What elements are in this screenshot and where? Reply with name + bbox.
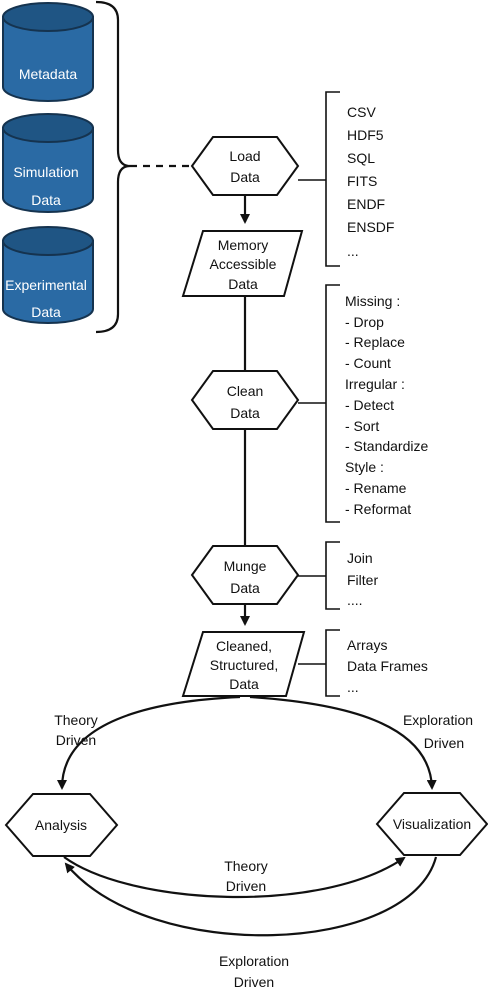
label-exploration-driven-bottom-line1: Exploration: [219, 953, 289, 969]
cleaning-annotation: Missing : - Drop - Replace - Count Irreg…: [298, 284, 428, 523]
structures-bracket: [298, 629, 340, 697]
node-memory-line3: Data: [228, 276, 258, 292]
edge-cleaned-to-analysis: [57, 695, 241, 790]
label-theory-driven-left-line2: Driven: [56, 732, 96, 748]
formats-item: ENSDF: [347, 219, 394, 235]
cleaning-item: - Replace: [345, 334, 405, 350]
cylinder-top: [2, 113, 94, 143]
cylinder-label: Metadata: [19, 66, 78, 82]
cylinder-body: [2, 16, 94, 102]
cylinder-label-line1: Simulation: [13, 164, 78, 180]
cleaning-item: - Detect: [345, 397, 394, 413]
cleaning-item: - Count: [345, 355, 391, 371]
node-munge-line1: Munge: [224, 558, 267, 574]
cylinder-metadata: Metadata: [2, 2, 94, 102]
cleaning-item: - Drop: [345, 314, 384, 330]
node-cleaned-line2: Structured,: [210, 657, 278, 673]
label-exploration-driven-bottom-line2: Driven: [234, 974, 274, 990]
cleaning-bracket: [298, 284, 340, 523]
cleaning-item: - Sort: [345, 418, 379, 434]
cleaning-item: Missing :: [345, 293, 400, 309]
cylinder-top: [2, 226, 94, 256]
formats-bracket: [298, 91, 340, 267]
munging-item: Filter: [347, 572, 378, 588]
node-memory-line1: Memory: [218, 237, 269, 253]
node-munge-data: [190, 545, 300, 605]
cylinder-body: [2, 240, 94, 324]
structures-item: Data Frames: [347, 658, 428, 674]
cylinder-label-line1: Experimental: [5, 277, 87, 293]
structures-item: Arrays: [347, 637, 387, 653]
sources-brace: [95, 0, 131, 334]
cylinder-label-line2: Data: [31, 192, 61, 208]
cleaning-item: - Rename: [345, 480, 407, 496]
formats-item: FITS: [347, 173, 377, 189]
munging-annotation: Join Filter ....: [298, 541, 378, 610]
node-cleaned-structured-data: [181, 631, 306, 697]
node-load-data-line2: Data: [230, 169, 260, 185]
formats-annotation: CSV HDF5 SQL FITS ENDF ENSDF ...: [298, 91, 394, 267]
node-analysis-label: Analysis: [35, 817, 87, 833]
node-clean-line1: Clean: [227, 383, 264, 399]
node-load-data-line1: Load: [229, 148, 260, 164]
structures-item: ...: [347, 679, 359, 695]
cleaning-item: Irregular :: [345, 376, 405, 392]
edge-visualization-to-analysis: [64, 856, 438, 937]
formats-item: ENDF: [347, 196, 385, 212]
node-load-data: [190, 136, 300, 196]
node-clean-line2: Data: [230, 405, 260, 421]
node-memory-line2: Accessible: [210, 256, 277, 272]
label-theory-driven-middle-line2: Driven: [226, 878, 266, 894]
label-theory-driven-left-line1: Theory: [54, 712, 98, 728]
node-cleaned-line1: Cleaned,: [216, 638, 272, 654]
munging-item: Join: [347, 550, 373, 566]
munging-bracket: [298, 541, 340, 610]
node-visualization-label: Visualization: [393, 816, 471, 832]
cylinder-label-line2: Data: [31, 304, 61, 320]
cylinder-top: [2, 2, 94, 32]
cleaning-item: Style :: [345, 459, 384, 475]
node-cleaned-line3: Data: [229, 676, 259, 692]
cylinder-simulation-data: Simulation Data: [2, 113, 94, 213]
formats-item: SQL: [347, 150, 375, 166]
label-exploration-driven-right-line2: Driven: [424, 735, 464, 751]
edge-cleaned-to-visualization: [249, 695, 437, 790]
node-analysis: [4, 793, 119, 857]
cleaning-item: - Reformat: [345, 501, 411, 517]
structures-annotation: Arrays Data Frames ...: [298, 629, 428, 697]
label-theory-driven-middle-line1: Theory: [224, 858, 268, 874]
node-clean-data: [190, 370, 300, 430]
formats-item: ...: [347, 243, 359, 259]
node-munge-line2: Data: [230, 580, 260, 596]
node-visualization: [375, 792, 488, 856]
cylinder-experimental-data: Experimental Data: [2, 226, 94, 324]
edge-analysis-to-visualization: [63, 856, 406, 898]
cylinder-body: [2, 127, 94, 213]
cleaning-item: - Standardize: [345, 438, 428, 454]
label-exploration-driven-right-line1: Exploration: [403, 712, 473, 728]
node-memory-accessible-data: [181, 230, 304, 297]
formats-item: HDF5: [347, 127, 384, 143]
formats-item: CSV: [347, 104, 376, 120]
munging-item: ....: [347, 592, 363, 608]
